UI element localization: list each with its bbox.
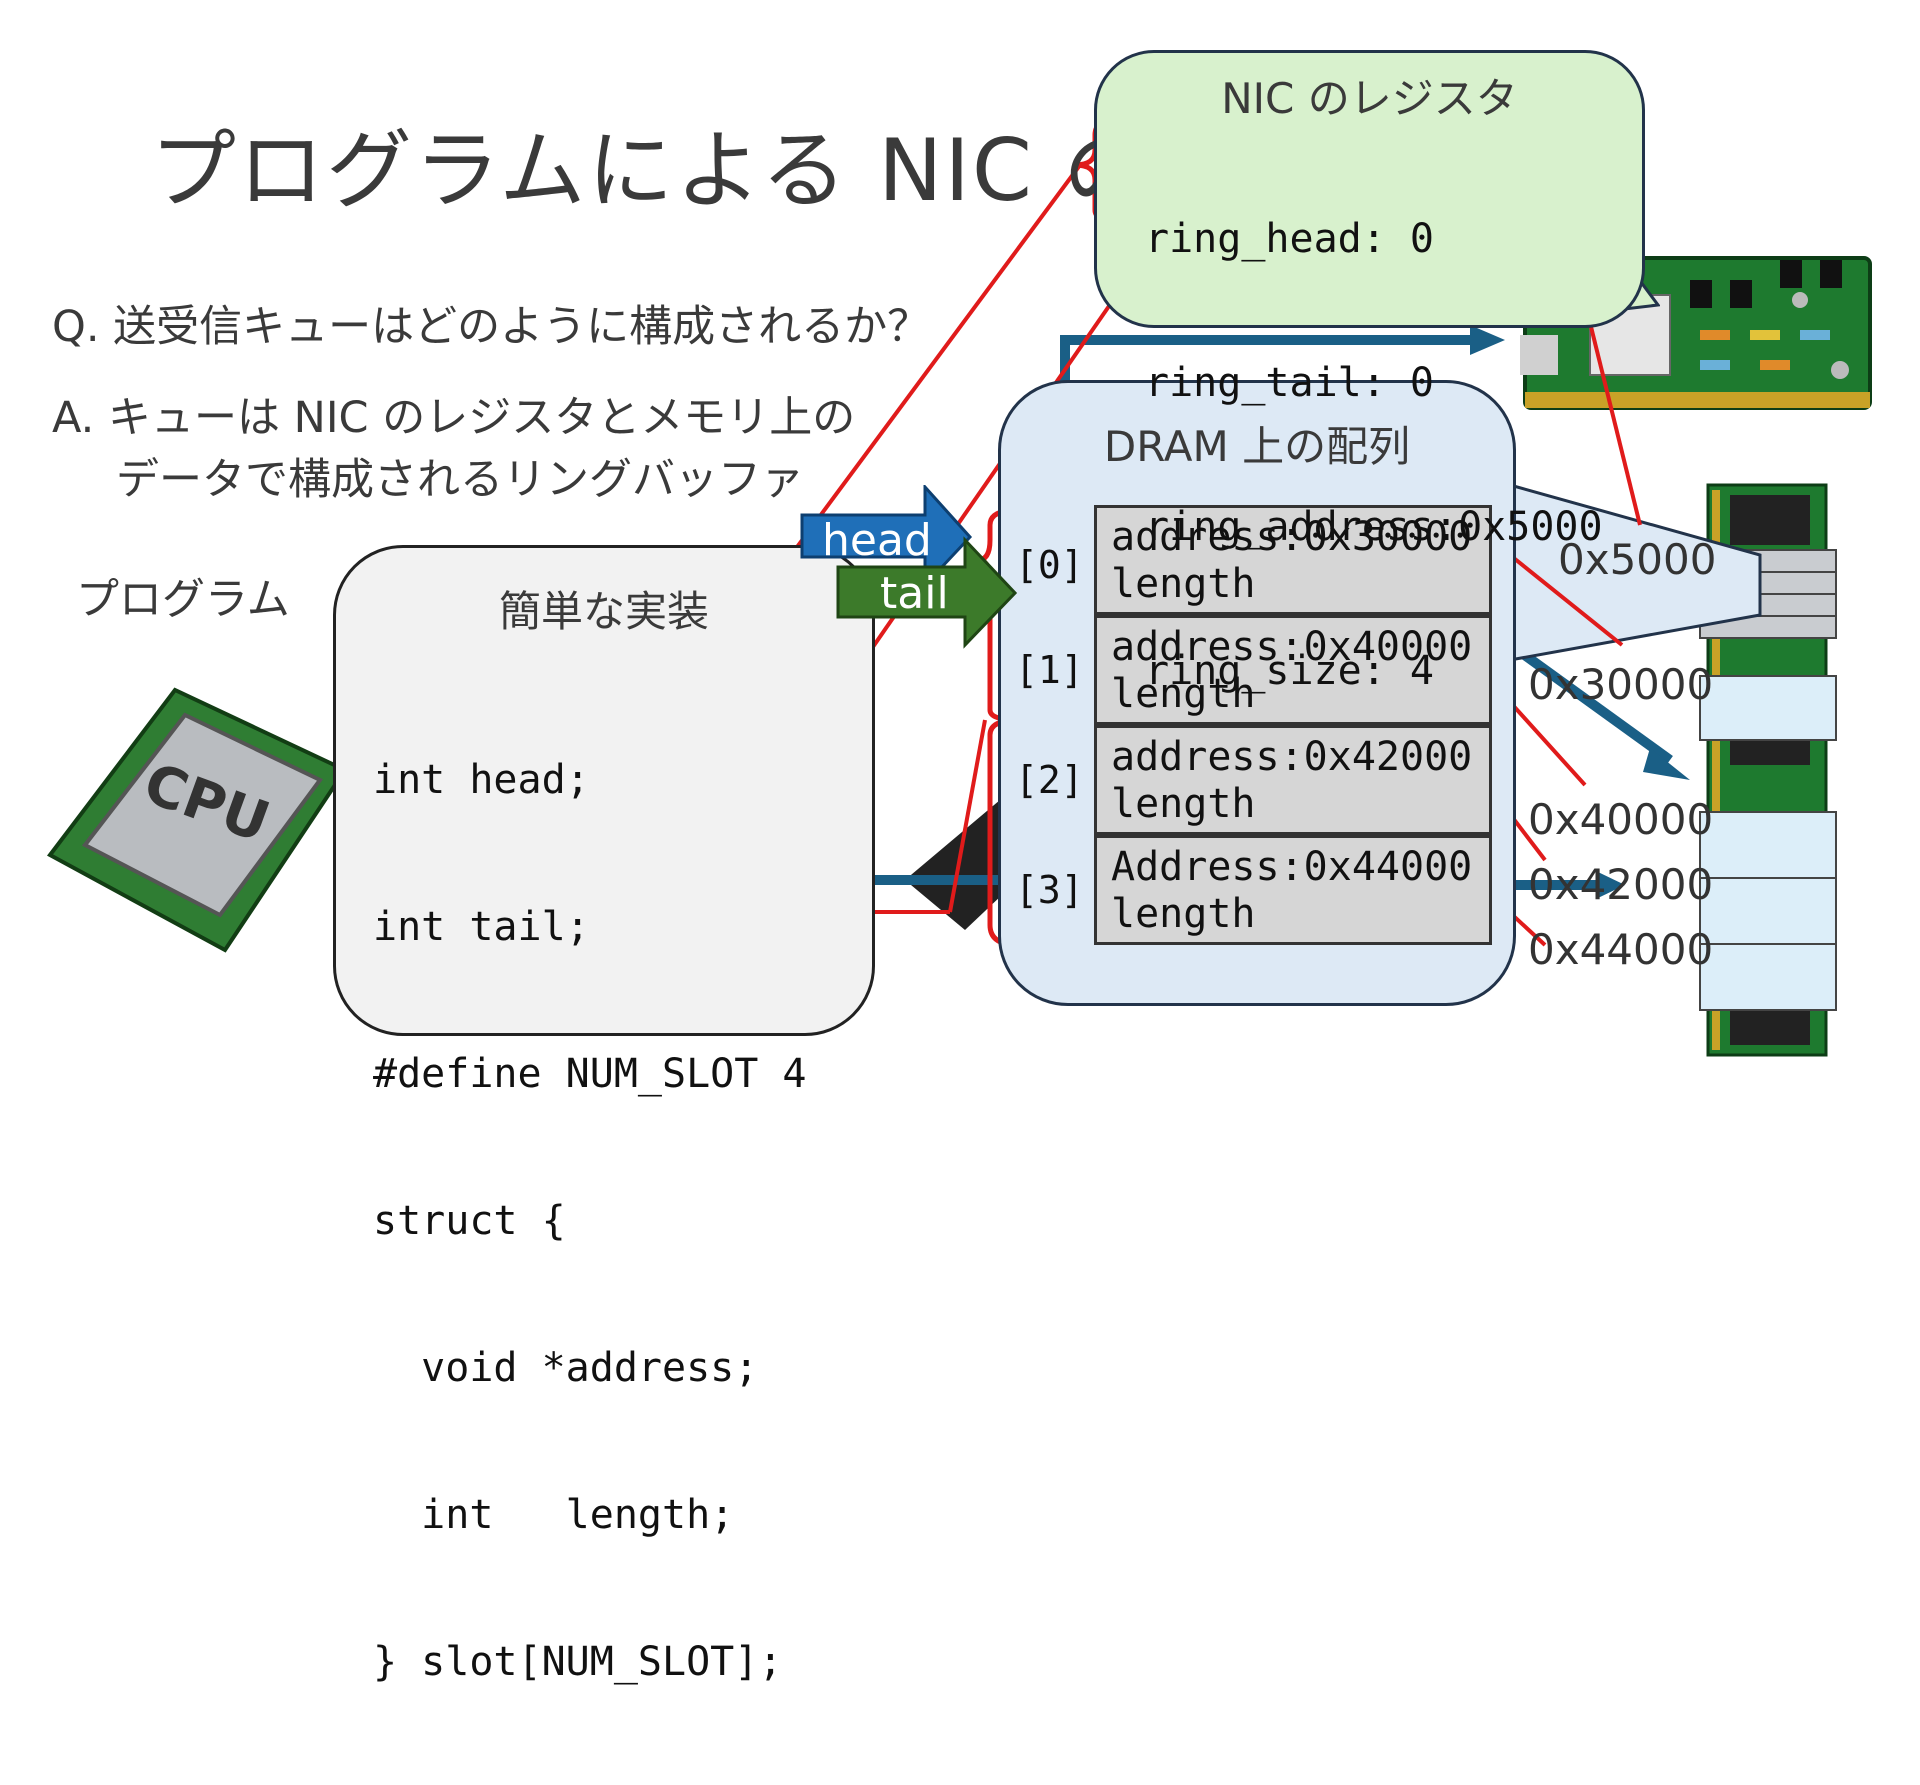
dram-title: DRAM 上の配列 [1103,422,1411,471]
head-arrow [800,485,973,589]
tail-arrow [836,536,1018,649]
slot-index: [3] [1015,868,1084,912]
nic-register-list: ring_head: 0 ring_tail: 0 ring_address:0… [1145,119,1603,791]
head-label: head [822,515,932,566]
mem-address-label: 0x44000 [1528,925,1714,974]
code-box-title: 簡単な実装 [498,587,709,636]
slot-index: [1] [1015,648,1084,692]
code-line: int head; [373,757,590,803]
blue-arrowheads [1470,325,1690,898]
slot-index: [0] [1015,543,1084,587]
code-line: int length; [373,1492,735,1538]
slot-address: address:0x42000 [1111,734,1473,780]
register-line: ring_size: 4 [1145,648,1434,694]
slot-address: address:0x30000 [1111,514,1473,560]
register-line: ring_address:0x5000 [1145,504,1603,550]
slot-length: length [1111,671,1256,717]
cpu-chip-illustration: CPU [47,687,348,953]
nic-register-box: NIC のレジスタ ring_head: 0 ring_tail: 0 ring… [1094,50,1645,694]
slot-length: length [1111,891,1256,937]
tail-label: tail [880,568,949,619]
register-line: ring_head: 0 [1145,216,1434,262]
mem-address-label: 0x5000 [1558,535,1717,584]
slot-index: [2] [1015,758,1084,802]
code-box: 簡単な実装 int head; int tail; #define NUM_SL… [333,545,875,1685]
answer-line-1: A. キューは NIC のレジスタとメモリ上の [52,393,856,443]
slot-length: length [1111,561,1256,607]
dram-array-box: DRAM 上の配列 [0] [1] [2] [3] address:0x3000… [998,380,1516,1006]
code-line: void *address; [373,1345,759,1391]
code-line: struct { [373,1198,566,1244]
slot-address: Address:0x44000 [1111,844,1473,890]
mem-address-label: 0x30000 [1528,660,1714,709]
mem-address-label: 0x42000 [1528,860,1714,909]
register-line: ring_tail: 0 [1145,360,1434,406]
mem-address-label: 0x40000 [1528,795,1714,844]
nic-register-title: NIC のレジスタ [1221,74,1518,123]
slot-address: address:0x40000 [1111,624,1473,670]
code-listing: int head; int tail; #define NUM_SLOT 4 s… [373,658,806,1785]
answer-line-2: データで構成されるリングバッファ [116,455,804,505]
code-line: #define NUM_SLOT 4 [373,1051,807,1097]
program-label: プログラム [76,575,290,625]
question-text: Q. 送受信キューはどのように構成されるか？ [52,302,931,352]
slot-length: length [1111,781,1256,827]
pointer-arrows [800,485,1018,649]
code-line: int tail; [373,904,590,950]
slide-title: プログラムによる NIC の [150,121,1152,221]
diagram-canvas: CPU [47,115,1872,1057]
code-line: } slot[NUM_SLOT]; [373,1639,783,1685]
